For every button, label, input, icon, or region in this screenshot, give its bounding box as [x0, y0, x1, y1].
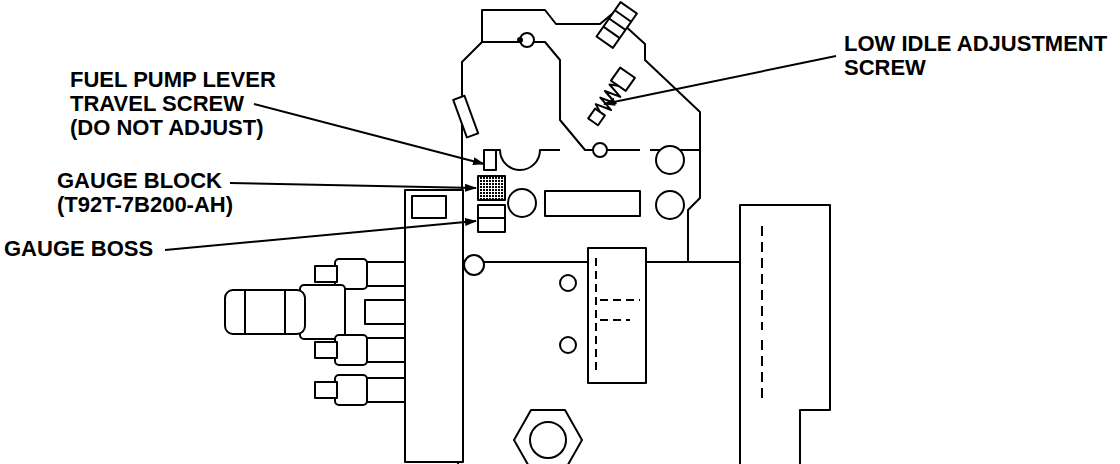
callout-label: GAUGE BOSS: [4, 237, 202, 261]
callout-label: LOW IDLE ADJUSTMENT SCREW: [844, 32, 1115, 80]
callout-label: FUEL PUMP LEVER TRAVEL SCREW (DO NOT ADJ…: [70, 68, 279, 140]
callout-label: GAUGE BLOCK (T92T-7B200-AH): [57, 169, 246, 217]
leader-line: [604, 56, 836, 104]
leader-line: [254, 104, 484, 164]
leader-line: [165, 221, 476, 250]
leader-line: [230, 183, 476, 188]
